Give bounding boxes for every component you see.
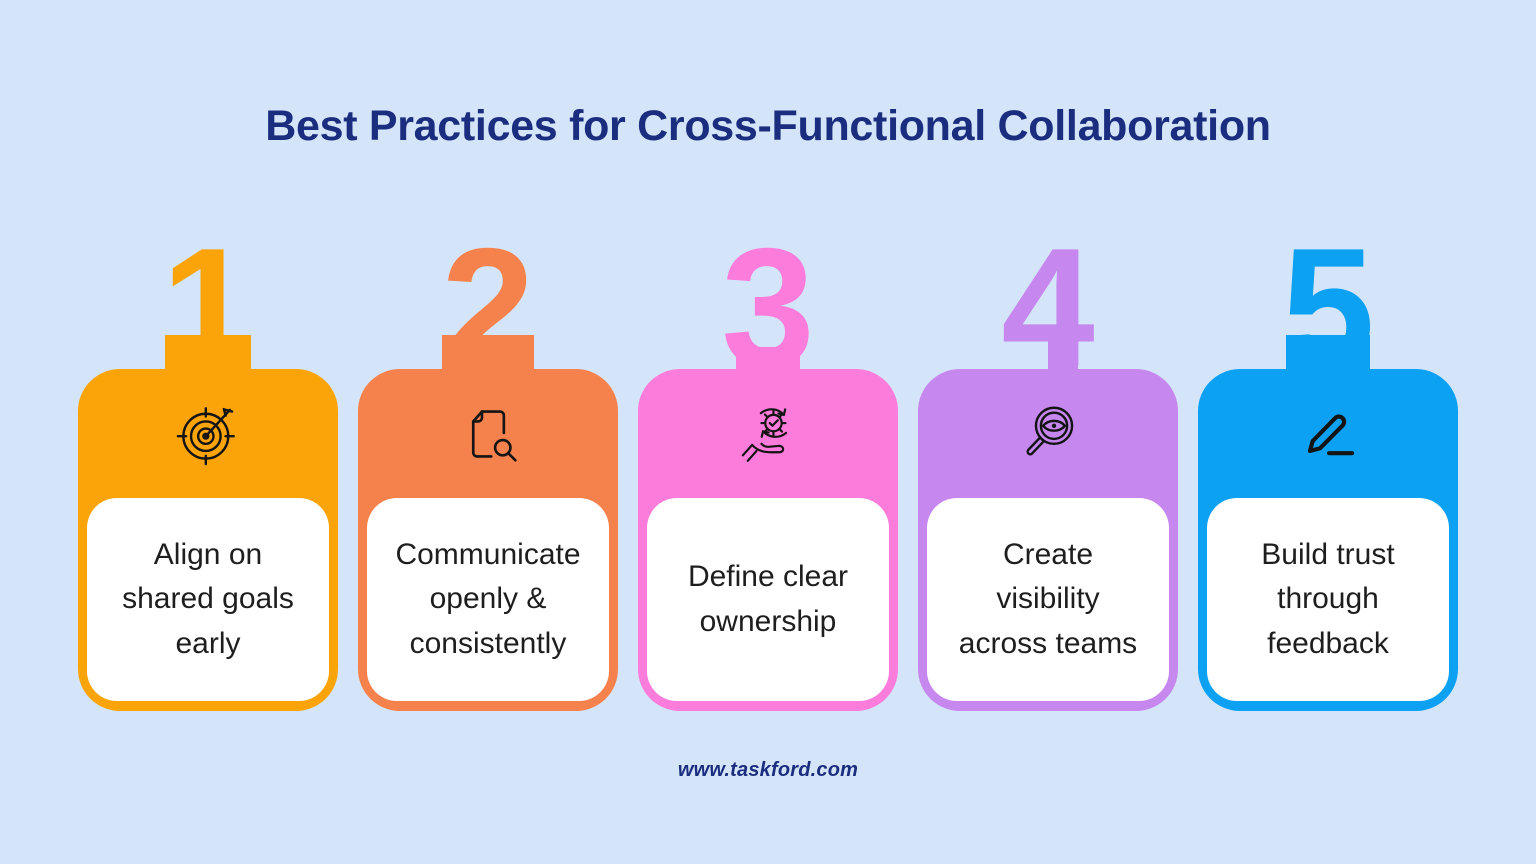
step-number: 4 bbox=[1001, 213, 1095, 402]
number-stem-connector bbox=[1048, 335, 1078, 373]
practice-text: Align on shared goals early bbox=[122, 538, 294, 660]
card-body: Align on shared goals early bbox=[78, 369, 338, 711]
step-number-area: 3 bbox=[638, 213, 898, 402]
step-number: 5 bbox=[1281, 213, 1375, 402]
practice-text: Build trust through feedback bbox=[1261, 538, 1395, 660]
step-number-area: 4 bbox=[918, 213, 1178, 402]
practice-card: 3 Define clear ownership bbox=[638, 213, 898, 711]
number-stem-connector bbox=[736, 347, 800, 373]
step-number: 3 bbox=[721, 213, 815, 402]
icon-slot bbox=[78, 369, 338, 498]
practice-text-panel: Build trust through feedback bbox=[1207, 498, 1449, 701]
practice-text: Define clear ownership bbox=[687, 560, 849, 638]
icon-slot bbox=[638, 369, 898, 498]
number-stem-connector bbox=[442, 335, 534, 373]
practice-text: Create visibility across teams bbox=[958, 538, 1138, 660]
gear-hand-icon bbox=[741, 407, 788, 462]
card-body: Build trust through feedback bbox=[1198, 369, 1458, 711]
step-number-area: 5 bbox=[1198, 213, 1458, 402]
practice-text-panel: Create visibility across teams bbox=[927, 498, 1169, 701]
step-number: 1 bbox=[161, 213, 255, 402]
number-stem-connector bbox=[165, 335, 251, 373]
practice-card: 4 Create visibility across teams bbox=[918, 213, 1178, 711]
practice-text-panel: Communicate openly & consistently bbox=[367, 498, 609, 701]
practice-card: 1 Align on shared goals early bbox=[78, 213, 338, 711]
visibility-search-icon bbox=[1026, 406, 1074, 455]
page-title: Best Practices for Cross-Functional Coll… bbox=[265, 102, 1271, 150]
document-search-icon bbox=[471, 409, 517, 462]
number-stem-connector bbox=[1286, 335, 1370, 373]
step-number-area: 2 bbox=[358, 213, 618, 402]
card-body: Define clear ownership bbox=[638, 369, 898, 711]
practice-text-panel: Align on shared goals early bbox=[87, 498, 329, 701]
icon-slot bbox=[358, 369, 618, 498]
card-body: Communicate openly & consistently bbox=[358, 369, 618, 711]
practice-text-panel: Define clear ownership bbox=[647, 498, 889, 701]
practice-card: 2 Communicate openly & consistently bbox=[358, 213, 618, 711]
cards-row: 1 Align on shared goals early 2 bbox=[0, 213, 1536, 711]
icon-slot bbox=[918, 369, 1178, 498]
practice-card: 5 Build trust through feedback bbox=[1198, 213, 1458, 711]
practice-text: Communicate openly & consistently bbox=[395, 538, 581, 660]
website-url: www.taskford.com bbox=[677, 759, 859, 781]
card-body: Create visibility across teams bbox=[918, 369, 1178, 711]
step-number-area: 1 bbox=[78, 213, 338, 402]
target-goal-icon bbox=[176, 406, 235, 465]
icon-slot bbox=[1198, 369, 1458, 498]
pencil-edit-icon bbox=[1307, 414, 1355, 455]
step-number: 2 bbox=[441, 213, 535, 402]
